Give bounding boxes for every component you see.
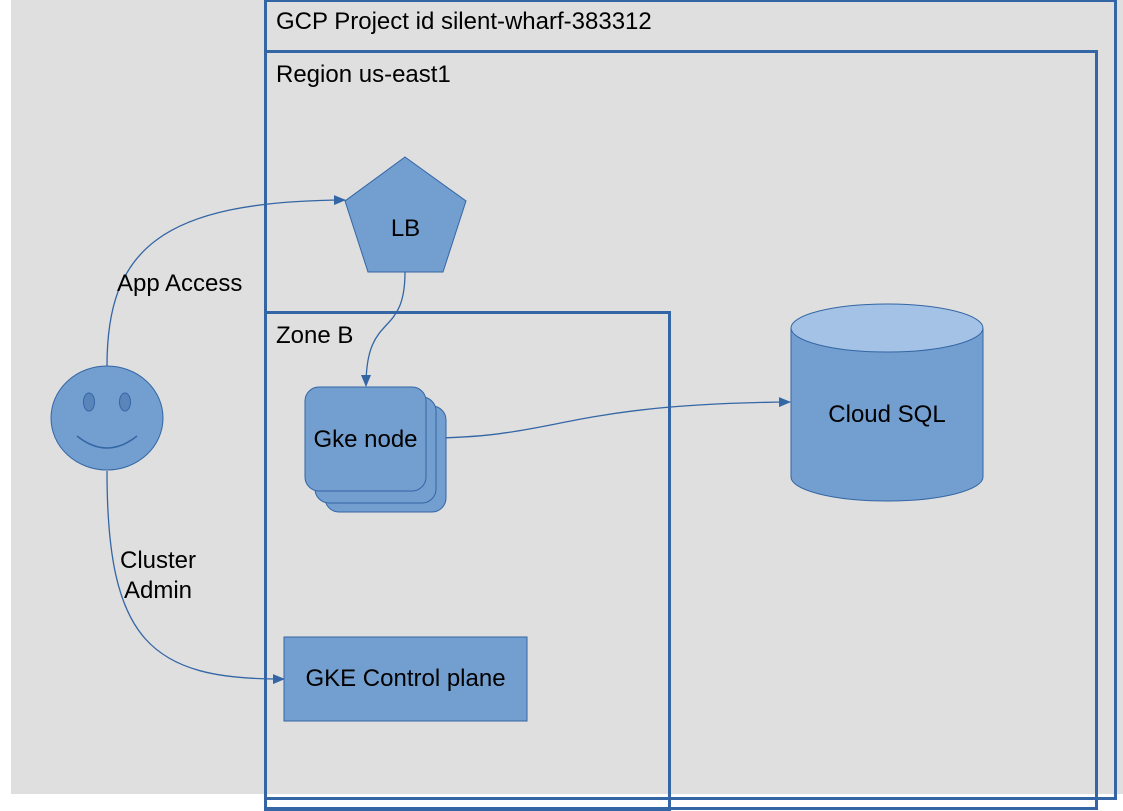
app-access-label: App Access bbox=[117, 270, 243, 297]
zone-label: Zone B bbox=[276, 322, 354, 349]
project-label: GCP Project id silent-wharf-383312 bbox=[276, 8, 652, 35]
gke-node-stack[interactable] bbox=[304, 386, 447, 513]
region-label: Region us-east1 bbox=[276, 61, 451, 88]
node-to-sql-edge bbox=[425, 397, 791, 439]
load-balancer-shape[interactable] bbox=[344, 156, 467, 273]
gke-node-label: Gke node bbox=[313, 426, 418, 453]
smiley-user-icon[interactable] bbox=[50, 365, 164, 471]
diagram-shapes bbox=[50, 156, 984, 722]
cloud-sql-label: Cloud SQL bbox=[828, 401, 946, 428]
control-plane-label: GKE Control plane bbox=[305, 665, 506, 692]
lb-to-node-edge bbox=[361, 271, 406, 387]
cluster-admin-label-line1: Cluster bbox=[119, 547, 197, 574]
diagram-canvas: GCP Project id silent-wharf-383312 Regio… bbox=[11, 0, 1123, 811]
lb-label: LB bbox=[390, 215, 421, 242]
cluster-admin-edge bbox=[106, 470, 285, 685]
app-access-edge bbox=[106, 195, 346, 367]
cluster-admin-label-line2: Admin bbox=[123, 577, 193, 604]
cloud-sql-database-icon[interactable] bbox=[790, 303, 984, 502]
gke-control-plane-box[interactable] bbox=[283, 636, 528, 722]
